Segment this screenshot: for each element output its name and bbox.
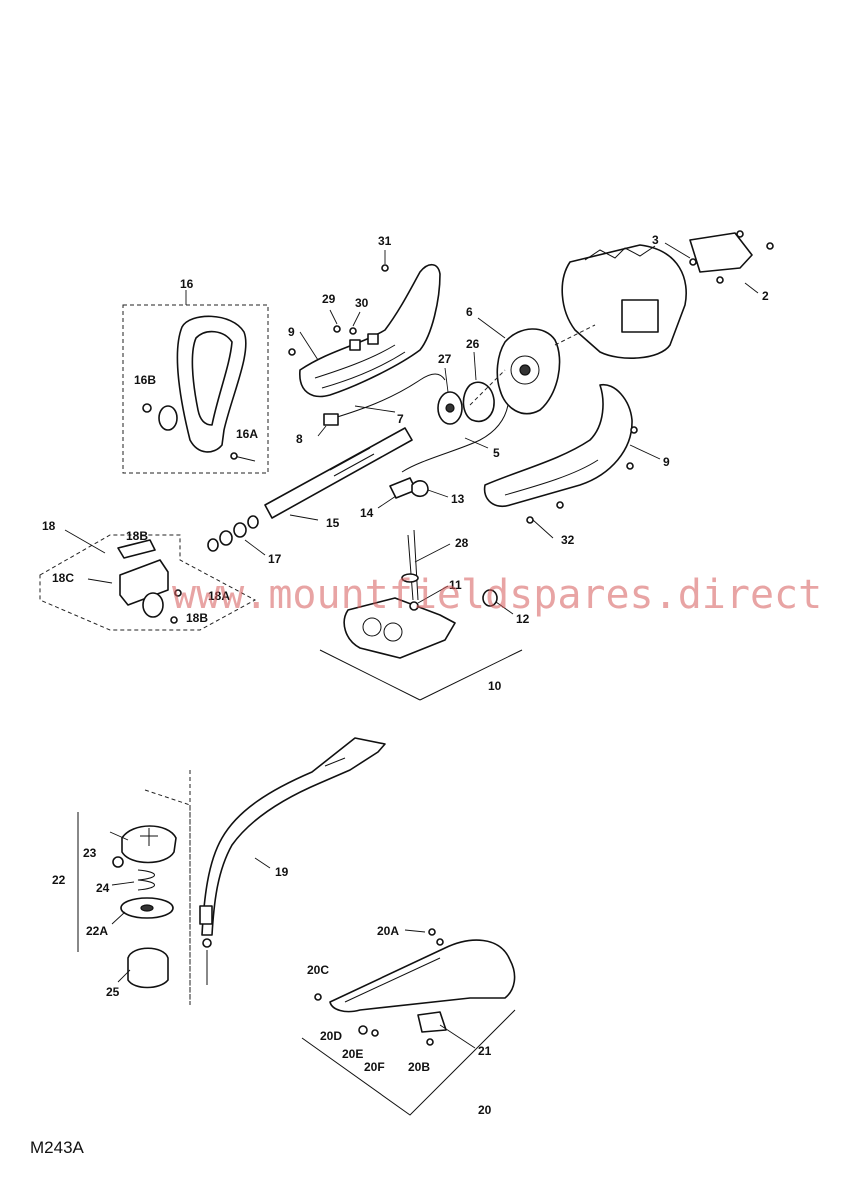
drive-shaft xyxy=(207,427,429,552)
callout-18b-top: 18B xyxy=(126,529,148,543)
callout-6: 6 xyxy=(466,305,473,319)
callout-31: 31 xyxy=(378,234,392,248)
guard-group xyxy=(301,928,516,1116)
callout-20: 20 xyxy=(478,1103,492,1117)
callout-18a: 18A xyxy=(208,589,230,603)
callout-11: 11 xyxy=(449,578,462,592)
callout-labels: 16 16B 16A 31 29 30 9 6 27 26 3 2 7 8 5 … xyxy=(42,233,769,1117)
callout-27: 27 xyxy=(438,352,452,366)
callout-29: 29 xyxy=(322,292,336,306)
callout-18c: 18C xyxy=(52,571,74,585)
engine-cover xyxy=(401,384,638,524)
callout-14: 14 xyxy=(360,506,374,520)
callout-22: 22 xyxy=(52,873,66,887)
handle-housing xyxy=(288,263,446,426)
washer-16b xyxy=(142,403,152,413)
callout-16: 16 xyxy=(180,277,194,291)
loop-handle xyxy=(176,315,247,453)
callout-24: 24 xyxy=(96,881,110,895)
callout-26: 26 xyxy=(466,337,480,351)
callout-16b: 16B xyxy=(134,373,156,387)
leader-lines xyxy=(64,242,759,1049)
callout-8: 8 xyxy=(296,432,303,446)
callout-5: 5 xyxy=(493,446,500,460)
callout-3: 3 xyxy=(652,233,659,247)
callout-2: 2 xyxy=(762,289,769,303)
callout-30: 30 xyxy=(355,296,369,310)
callout-18b-bottom: 18B xyxy=(186,611,208,625)
callout-16a: 16A xyxy=(236,427,258,441)
handle-assembly-group xyxy=(122,304,269,474)
trimmer-head-group xyxy=(77,789,191,1005)
callout-23: 23 xyxy=(83,846,97,860)
callout-15: 15 xyxy=(326,516,340,530)
callout-32: 32 xyxy=(561,533,575,547)
callout-20a: 20A xyxy=(377,924,399,938)
callout-17: 17 xyxy=(268,552,282,566)
callout-20d: 20D xyxy=(320,1029,342,1043)
engine-assembly xyxy=(437,230,774,425)
callout-7: 7 xyxy=(397,412,404,426)
callout-20f: 20F xyxy=(364,1060,385,1074)
diagram-reference-code: M243A xyxy=(30,1138,84,1157)
shaft-tube xyxy=(189,737,386,1005)
callout-19: 19 xyxy=(275,865,289,879)
callout-9-right: 9 xyxy=(663,455,670,469)
callout-20b: 20B xyxy=(408,1060,430,1074)
callout-20c: 20C xyxy=(307,963,329,977)
callout-12: 12 xyxy=(516,612,530,626)
callout-25: 25 xyxy=(106,985,120,999)
fuel-tank xyxy=(319,529,523,701)
callout-10: 10 xyxy=(488,679,502,693)
callout-13: 13 xyxy=(451,492,465,506)
callout-28: 28 xyxy=(455,536,469,550)
callout-20e: 20E xyxy=(342,1047,363,1061)
coupler-assembly-group xyxy=(39,534,257,631)
callout-21: 21 xyxy=(478,1044,492,1058)
callout-9-left: 9 xyxy=(288,325,295,339)
handle-knob xyxy=(158,405,178,431)
watermark-text: www.mountfieldspares.direct xyxy=(172,572,823,618)
callout-22a: 22A xyxy=(86,924,108,938)
callout-18: 18 xyxy=(42,519,56,533)
